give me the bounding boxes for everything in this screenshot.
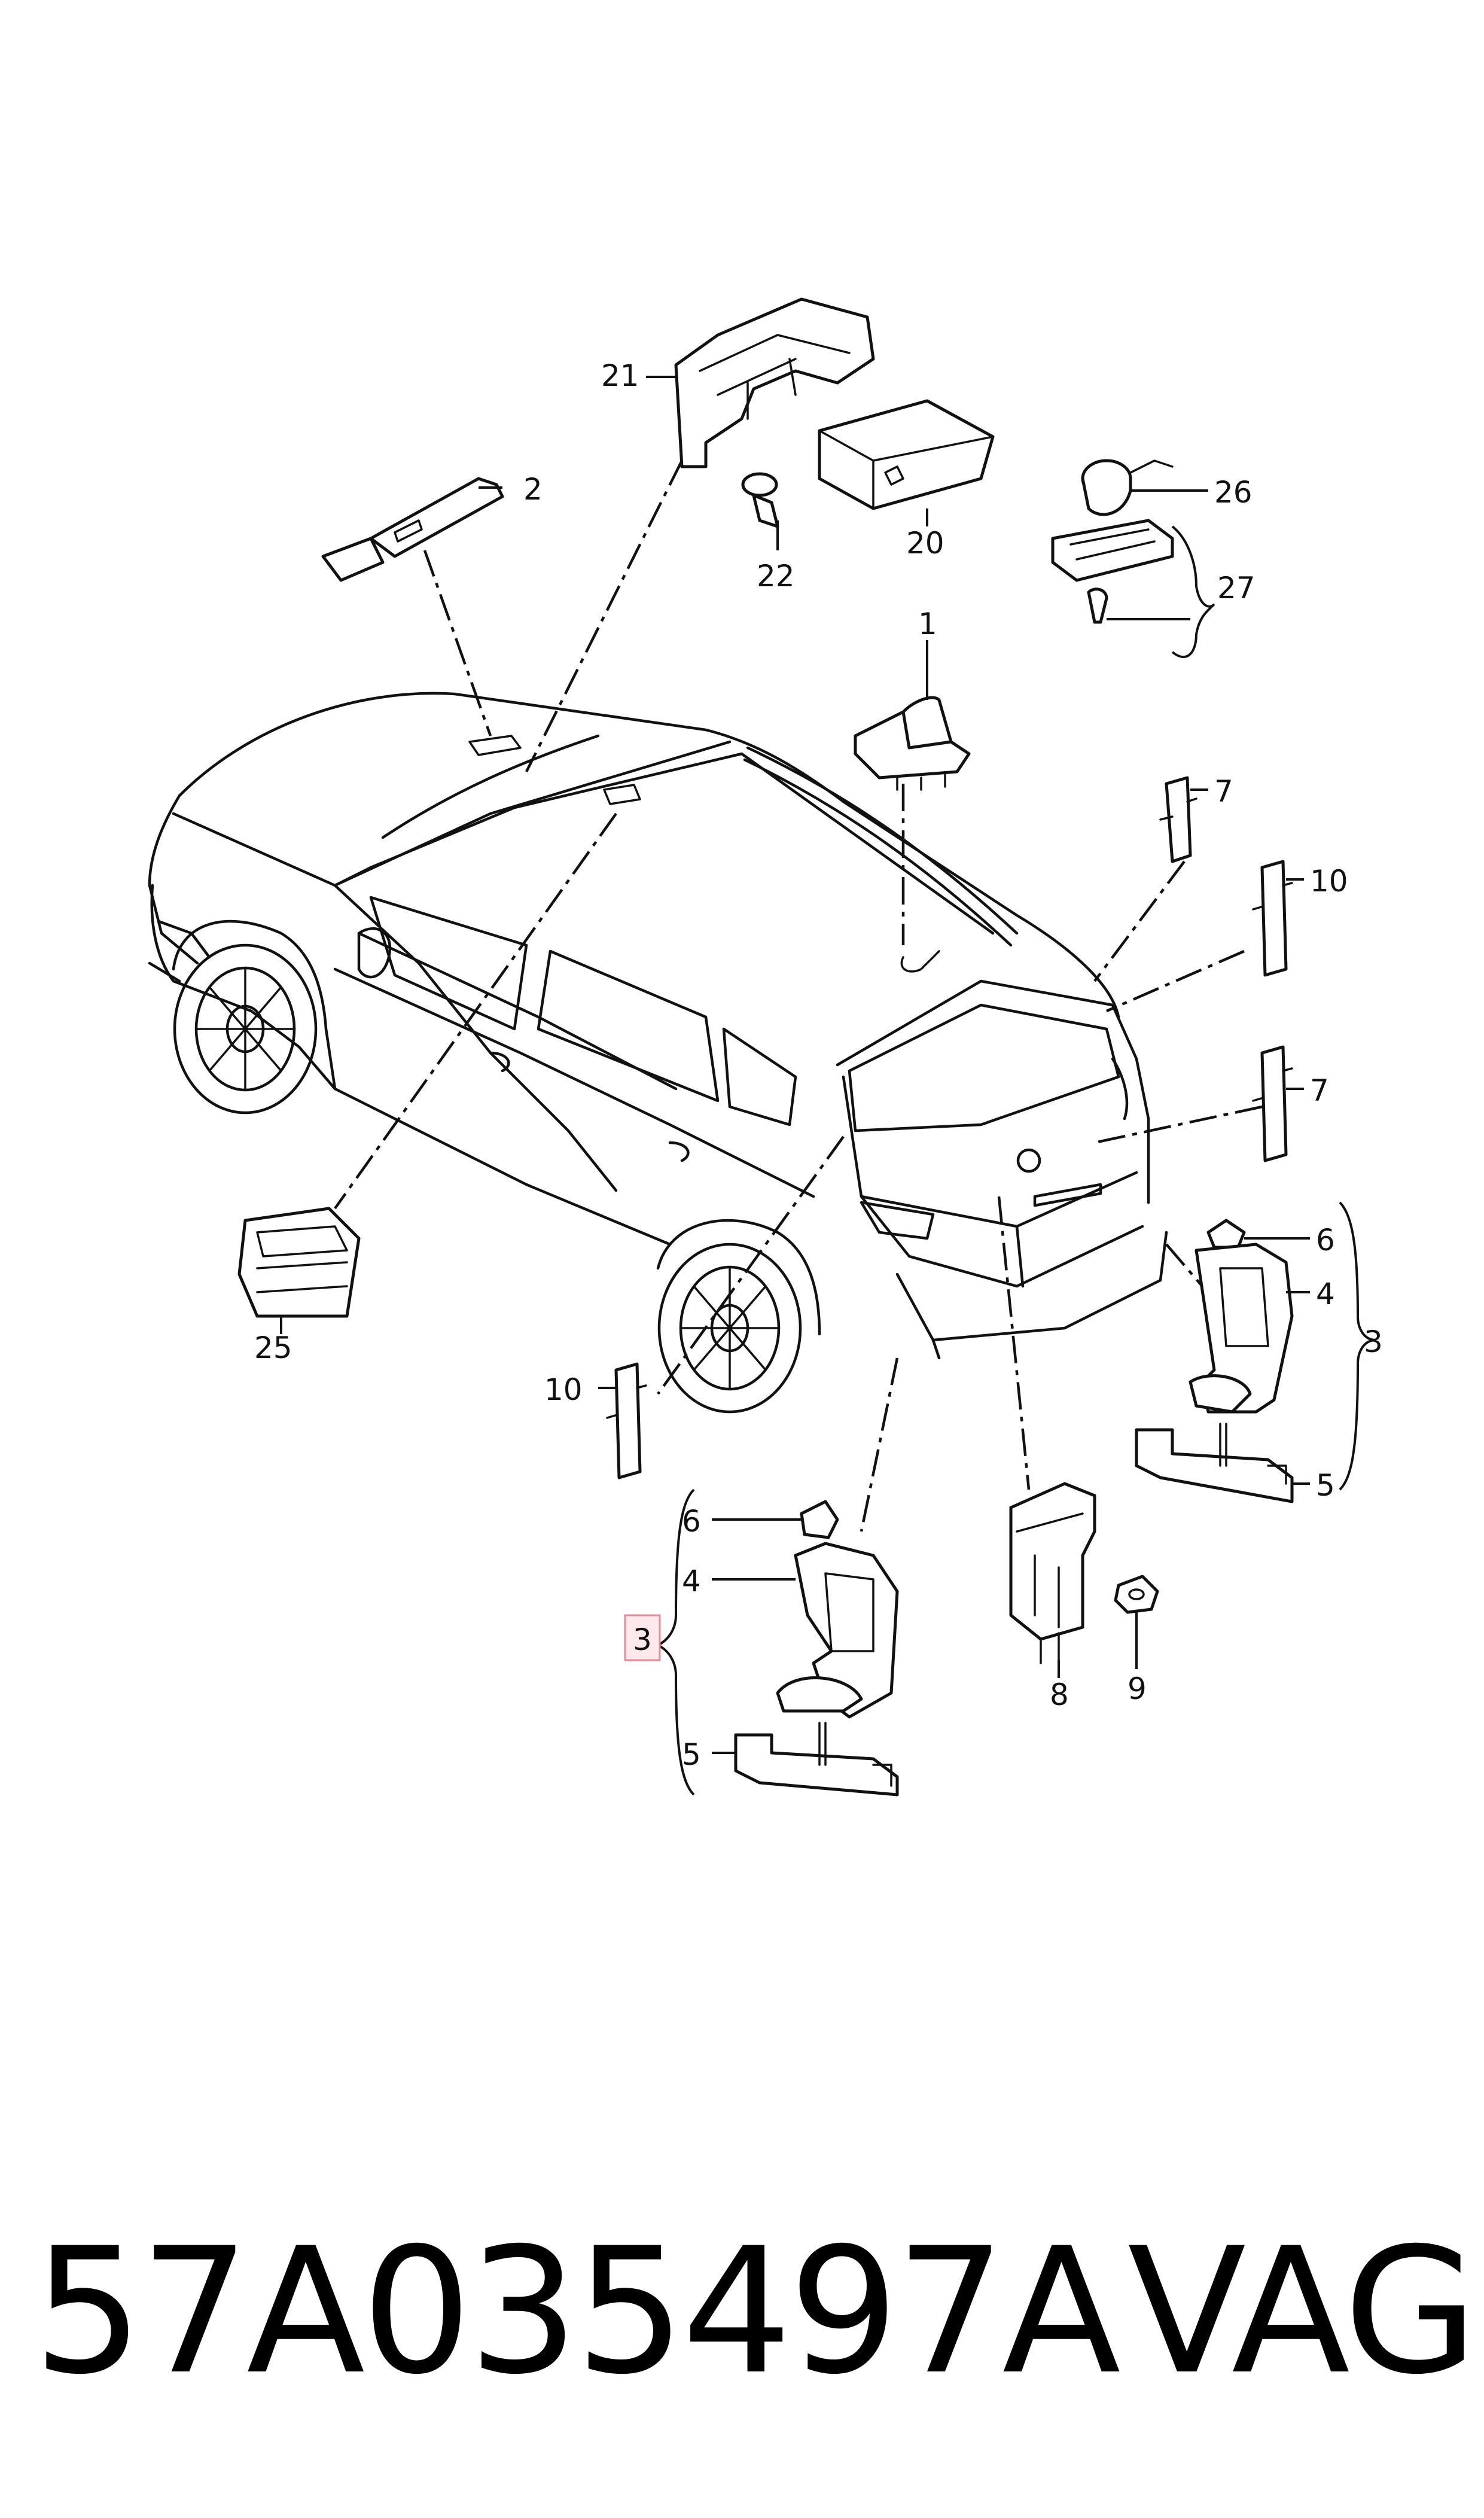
part-2-antenna-strip xyxy=(321,477,504,582)
callout-3-highlight xyxy=(624,1614,661,1661)
callout-26: 26 xyxy=(1214,475,1253,510)
callout-5-left: 5 xyxy=(682,1737,701,1772)
part-26-sensor xyxy=(1081,459,1174,516)
callout-numbers: 21 2 20 22 26 27 1 7 10 7 10 25 6 4 3 5 … xyxy=(254,358,1383,1772)
callout-25: 25 xyxy=(254,1330,292,1365)
part-20-control-unit xyxy=(818,399,995,510)
callout-2: 2 xyxy=(523,472,543,507)
callout-10-left: 10 xyxy=(544,1372,583,1407)
callout-3-left: 3 xyxy=(633,1622,652,1657)
part-27-module xyxy=(1051,519,1174,624)
vehicle-outline xyxy=(148,692,1168,1414)
dashed-leader-lines xyxy=(334,459,1263,1532)
callout-7-top: 7 xyxy=(1214,774,1233,809)
part-10-sensor-top xyxy=(1252,860,1293,977)
callout-21: 21 xyxy=(601,358,639,393)
callout-7-mid: 7 xyxy=(1310,1073,1329,1108)
part-1-roof-antenna xyxy=(854,696,971,791)
callout-27: 27 xyxy=(1217,571,1256,605)
callout-22: 22 xyxy=(757,559,795,593)
part-22-screw xyxy=(741,472,779,528)
callout-4-right: 4 xyxy=(1316,1277,1335,1311)
part-10-sensor-left xyxy=(606,1362,647,1479)
brand-label: VAG xyxy=(1128,2211,1478,2413)
part-7-sensor-mid xyxy=(1252,1045,1293,1162)
part-3-bracket-assembly-right xyxy=(1135,1219,1294,1503)
callout-8: 8 xyxy=(1050,1677,1069,1712)
callout-6-right: 6 xyxy=(1316,1223,1335,1258)
part-7-sensor-top xyxy=(1159,776,1197,863)
callout-3-right: 3 xyxy=(1364,1325,1383,1359)
callout-9: 9 xyxy=(1128,1671,1147,1706)
part-3-bracket-assembly-left xyxy=(734,1500,899,1797)
part-9-nut xyxy=(1114,1575,1159,1614)
callout-6-left: 6 xyxy=(682,1504,701,1539)
part-25-control-box xyxy=(237,1207,361,1318)
callout-1: 1 xyxy=(918,607,937,641)
callout-4-left: 4 xyxy=(682,1564,701,1599)
callout-leaders xyxy=(280,376,1310,1754)
callout-20: 20 xyxy=(906,526,944,561)
part-21-bracket xyxy=(674,297,875,468)
part-8-module xyxy=(1009,1482,1096,1664)
callout-5-right: 5 xyxy=(1316,1468,1335,1503)
callout-10-top: 10 xyxy=(1310,864,1348,899)
part-number: 57A035497A xyxy=(33,2211,1121,2413)
